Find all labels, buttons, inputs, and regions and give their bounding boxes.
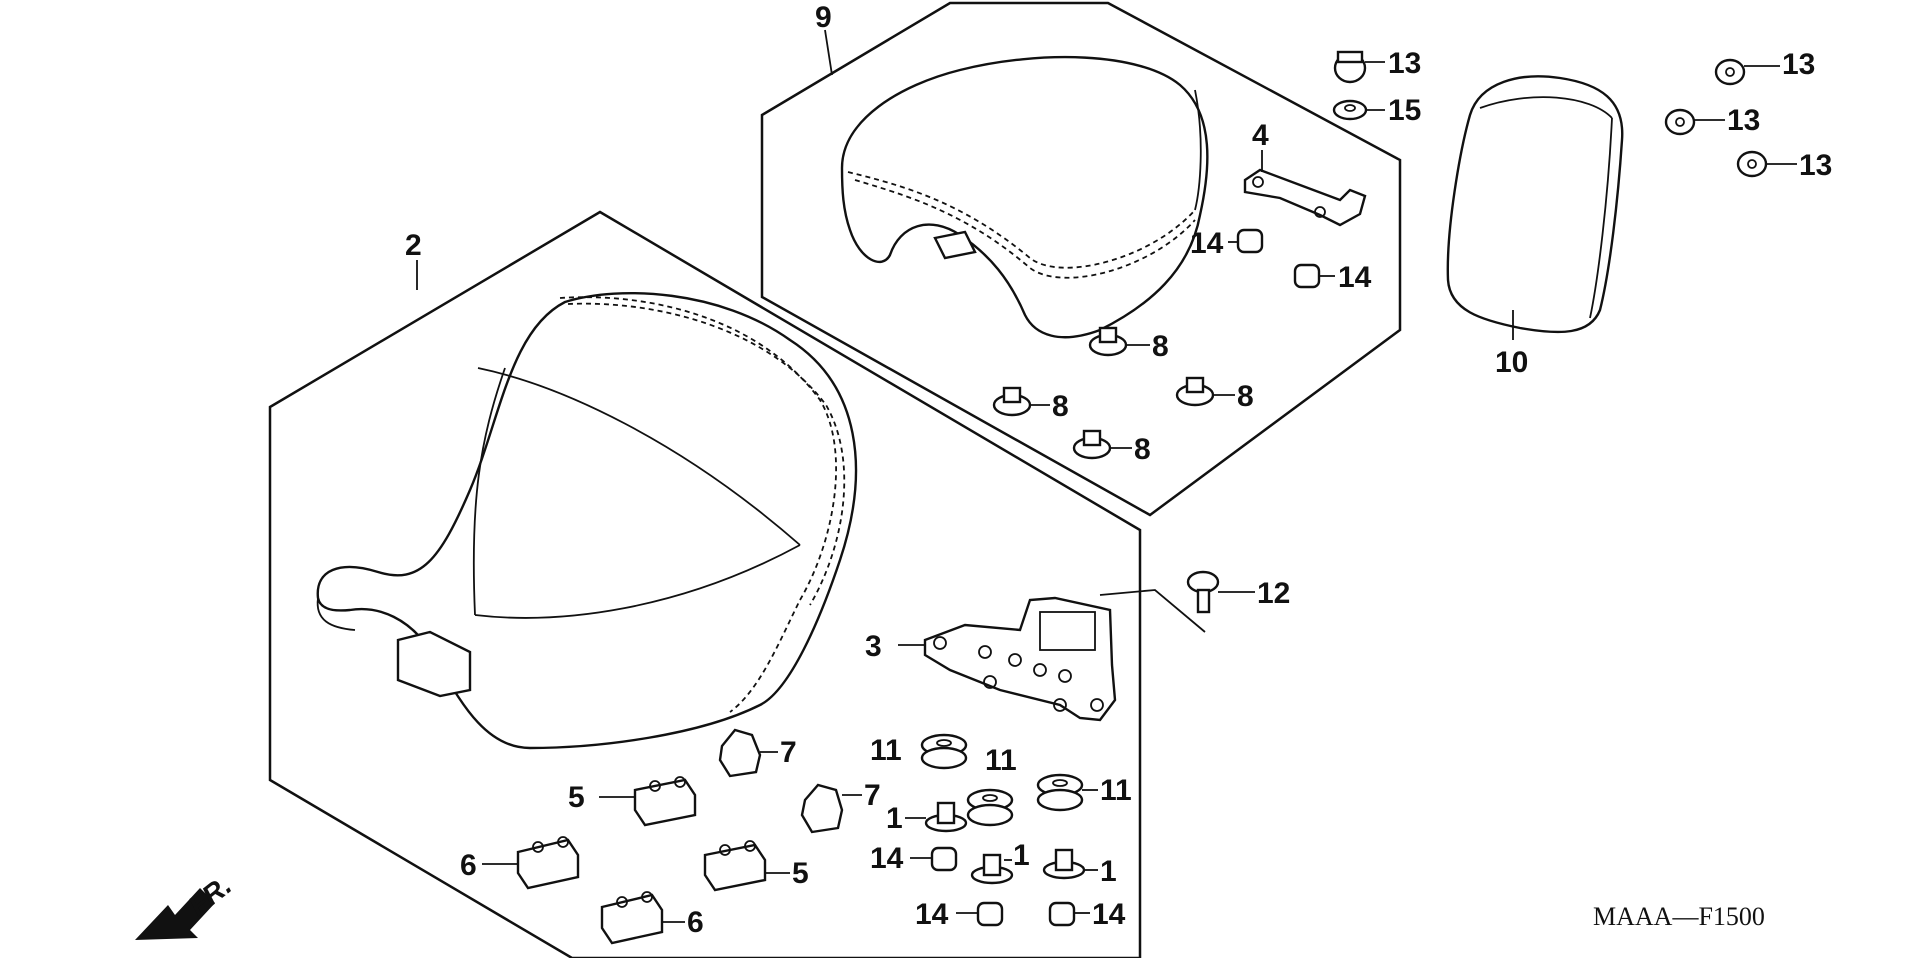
block-5a — [633, 776, 697, 827]
callout-3: 3 — [865, 630, 882, 663]
block-6b — [600, 891, 664, 945]
washer-15 — [1332, 99, 1368, 121]
callout-14-d: 14 — [915, 898, 949, 931]
callout-14-b: 14 — [1338, 261, 1372, 294]
callout-1-b: 1 — [1013, 839, 1030, 872]
grommet-11a — [920, 733, 968, 770]
pillion-group-outline — [760, 1, 1402, 517]
rubber-7b — [800, 783, 844, 834]
bolt-12 — [1099, 570, 1220, 633]
callout-4: 4 — [1252, 119, 1269, 152]
clip-8d — [1072, 429, 1112, 460]
block-6a — [516, 836, 580, 890]
callout-8-a: 8 — [1152, 330, 1169, 363]
cap-nut-13a — [1333, 50, 1367, 84]
collar-1c — [1042, 848, 1086, 880]
backrest-pad — [1446, 75, 1624, 334]
pillion-seat — [840, 55, 1209, 339]
callout-14-a: 14 — [1190, 227, 1224, 260]
nut-14b — [1293, 263, 1321, 289]
main-seat — [316, 292, 858, 750]
rubber-7a — [718, 728, 762, 778]
callout-11-a: 11 — [870, 734, 902, 767]
grommet-11c — [1036, 773, 1084, 812]
callout-7-b: 7 — [864, 779, 881, 812]
block-5b — [703, 840, 767, 892]
nut-14d — [976, 901, 1004, 927]
callout-11-c: 11 — [1100, 774, 1132, 807]
front-arrow-icon — [135, 888, 215, 940]
callout-14-c: 14 — [870, 842, 904, 875]
clip-8c — [1175, 376, 1215, 407]
callout-5-a: 5 — [568, 781, 585, 814]
collar-1a — [924, 801, 968, 833]
bracket-large — [923, 596, 1117, 722]
callout-6-a: 6 — [460, 849, 477, 882]
callout-11-b: 11 — [985, 744, 1017, 777]
callout-7-a: 7 — [780, 736, 797, 769]
nut-14c — [930, 846, 958, 872]
callout-8-b: 8 — [1052, 390, 1069, 423]
callout-6-b: 6 — [687, 906, 704, 939]
callout-8-c: 8 — [1237, 380, 1254, 413]
callout-8-d: 8 — [1134, 433, 1151, 466]
collar-1b — [970, 853, 1014, 885]
nut-13b — [1714, 58, 1746, 86]
callout-5-b: 5 — [792, 857, 809, 890]
nut-14a — [1236, 228, 1264, 254]
callout-12: 12 — [1257, 577, 1290, 610]
callout-13-a: 13 — [1388, 47, 1421, 80]
nut-13d — [1736, 150, 1768, 178]
callout-2: 2 — [405, 229, 422, 262]
callout-10: 10 — [1495, 346, 1528, 379]
callout-15: 15 — [1388, 94, 1421, 127]
nut-13c — [1664, 108, 1696, 136]
callout-1-a: 1 — [886, 802, 903, 835]
diagram-code: MAAA—F1500 — [1593, 902, 1765, 931]
bracket-small — [1243, 168, 1367, 227]
clip-8b — [992, 386, 1032, 417]
callout-14-e: 14 — [1092, 898, 1126, 931]
callout-9: 9 — [815, 1, 832, 34]
leader-lines — [416, 29, 1797, 923]
grommet-11b — [966, 788, 1014, 827]
callout-1-c: 1 — [1100, 855, 1117, 888]
callout-13-c: 13 — [1727, 104, 1760, 137]
seat-group-outline — [268, 210, 1142, 958]
callout-13-b: 13 — [1782, 48, 1815, 81]
clip-8a — [1088, 326, 1128, 357]
callout-13-d: 13 — [1799, 149, 1832, 182]
nut-14e — [1048, 901, 1076, 927]
